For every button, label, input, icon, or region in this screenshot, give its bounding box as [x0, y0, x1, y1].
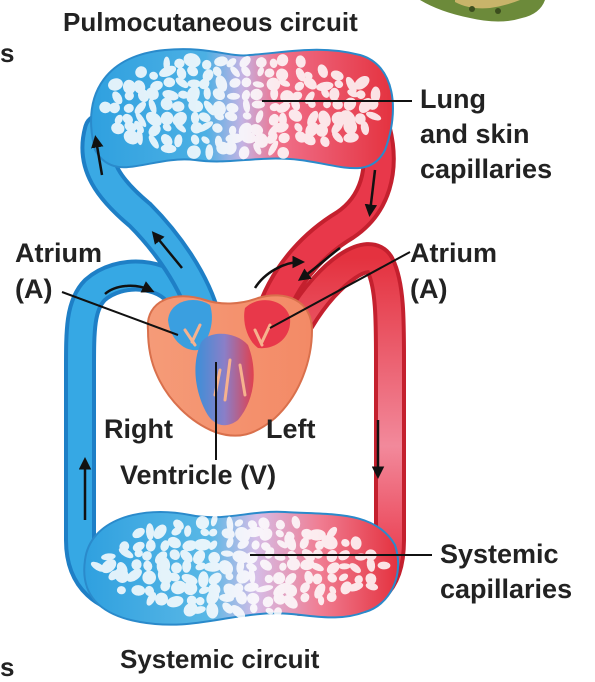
capillary-cell [250, 604, 258, 614]
atrium-left-label-line1: Atrium [15, 238, 102, 268]
capillary-cell [227, 93, 240, 100]
right-side-label: Right [104, 414, 173, 444]
top-title: Pulmocutaneous circuit [63, 7, 358, 37]
atrium-right-label-line1: Atrium [410, 238, 497, 268]
top-left-edge-fragment: s [0, 38, 14, 68]
lung-label-line3: capillaries [420, 154, 552, 184]
bottom-title: Systemic circuit [120, 644, 320, 674]
frog-illustration [420, 0, 545, 22]
atrium-right-label-line2: (A) [410, 274, 447, 304]
systemic-label-line2: capillaries [440, 574, 572, 604]
systemic-label-line1: Systemic [440, 539, 559, 569]
atrium-left-label-line2: (A) [15, 274, 52, 304]
lung-label-line2: and skin [420, 119, 530, 149]
bottom-left-edge-fragment: s [0, 652, 14, 682]
left-side-label: Left [266, 414, 316, 444]
ventricle-label: Ventricle (V) [120, 460, 276, 490]
lung-label-line1: Lung [420, 84, 486, 114]
